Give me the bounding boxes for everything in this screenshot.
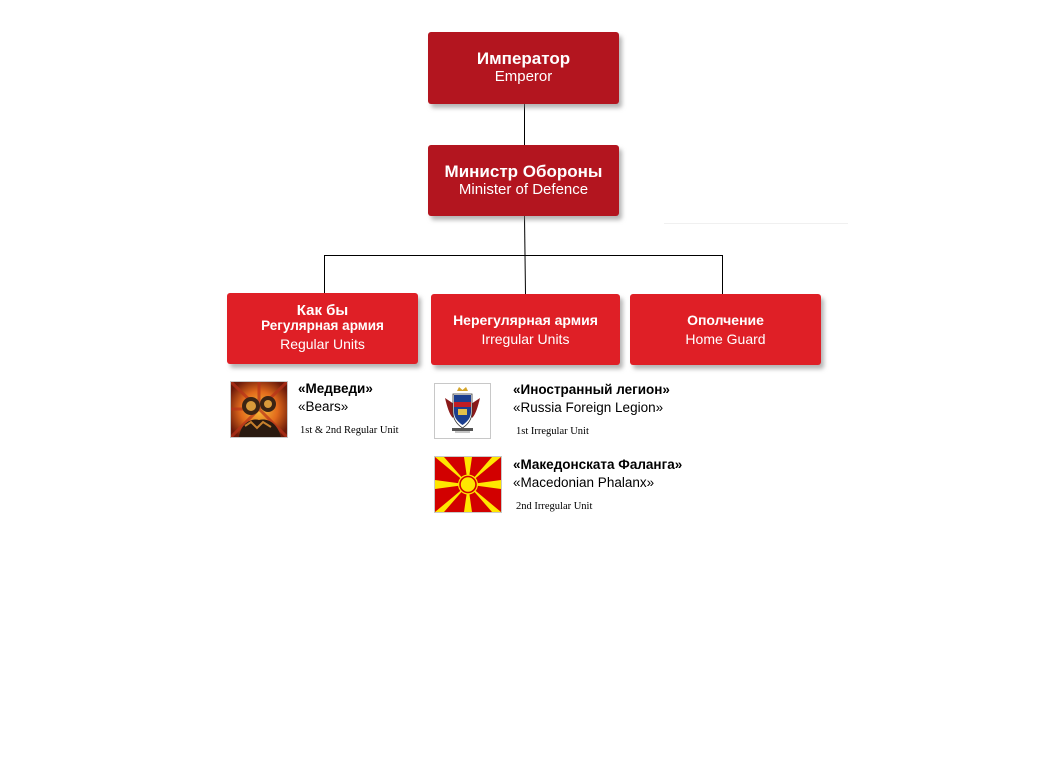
phalanx-title-ru: «Македонската Фаланга»	[513, 457, 683, 472]
legion-title-en: «Russia Foreign Legion»	[513, 400, 664, 415]
minister-title-en: Minister of Defence	[458, 180, 589, 198]
home-guard-box: Ополчение Home Guard	[630, 294, 821, 365]
bears-emblem-icon	[230, 381, 288, 438]
irregular-units-title-ru: Нерегулярная армия	[453, 311, 598, 328]
home-guard-title-ru: Ополчение	[687, 311, 764, 328]
emperor-title-ru: Император	[476, 49, 571, 68]
regular-units-box: Как бы Регулярная армия Regular Units	[227, 293, 418, 364]
minister-title-ru: Министр Обороны	[444, 161, 603, 181]
legion-note: 1st Irregular Unit	[516, 426, 589, 437]
bears-title-ru: «Медведи»	[298, 381, 373, 396]
regular-units-title-ru-line1: Как бы	[296, 302, 349, 319]
legion-title-ru: «Иностранный легион»	[513, 382, 670, 397]
home-guard-title-en: Home Guard	[685, 330, 766, 347]
regular-units-title-ru-line2: Регулярная армия	[261, 318, 384, 333]
phalanx-note: 2nd Irregular Unit	[516, 501, 593, 512]
coat-of-arms-icon	[434, 383, 491, 439]
phalanx-title-en: «Macedonian Phalanx»	[513, 475, 655, 490]
emperor-box: Император Emperor	[428, 32, 619, 104]
bears-title-en: «Bears»	[298, 399, 349, 414]
regular-units-title-en: Regular Units	[280, 336, 365, 352]
macedonian-flag-icon	[434, 456, 502, 513]
irregular-units-title-en: Irregular Units	[481, 330, 570, 347]
divider-line	[664, 223, 848, 224]
bears-note: 1st & 2nd Regular Unit	[300, 425, 399, 436]
minister-box: Министр Обороны Minister of Defence	[428, 145, 619, 216]
emperor-title-en: Emperor	[494, 68, 553, 85]
irregular-units-box: Нерегулярная армия Irregular Units	[431, 294, 620, 365]
